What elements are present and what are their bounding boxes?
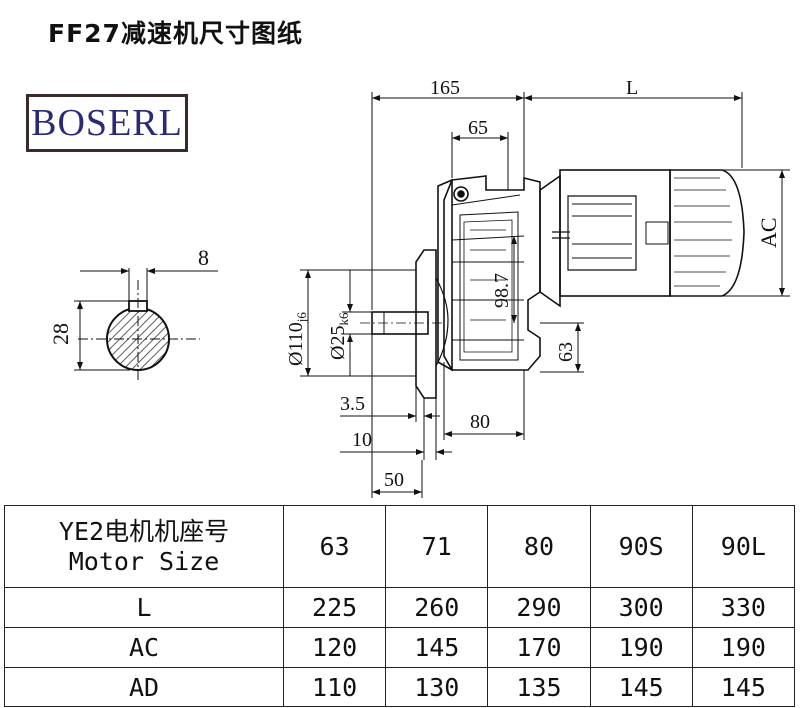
page-title: FF27减速机尺寸图纸 <box>48 19 303 48</box>
table-cell: 135 <box>487 667 591 707</box>
column-header: 80 <box>487 505 591 588</box>
table-row: L 225 260 290 300 330 <box>4 587 796 628</box>
row-label: AC <box>4 627 284 668</box>
dim-10: 10 <box>352 429 372 451</box>
table-row: AC 120 145 170 190 190 <box>4 627 796 668</box>
technical-drawing: 8 28 <box>48 77 790 498</box>
table-cell: 145 <box>589 667 693 707</box>
column-header: 90L <box>691 505 796 588</box>
dim-65: 65 <box>468 117 488 139</box>
table-cell: 225 <box>282 587 387 628</box>
table-cell: 190 <box>589 627 693 668</box>
dim-8: 8 <box>198 245 209 270</box>
dimension-lines <box>300 92 790 498</box>
table-cell: 330 <box>691 587 796 628</box>
table-header-row: YE2电机机座号 Motor Size 63 71 80 90S 90L <box>4 505 796 588</box>
dim-63: 63 <box>555 342 577 362</box>
dim-25: Ø25k6 <box>327 312 351 360</box>
table-cell: 300 <box>589 587 693 628</box>
brand-logo: BOSERL <box>26 94 188 152</box>
table-cell: 110 <box>282 667 387 707</box>
shaft-section <box>74 268 218 380</box>
dim-AC: AC <box>756 217 781 248</box>
table-cell: 130 <box>385 667 489 707</box>
row-label: AD <box>4 667 284 707</box>
dim-L: L <box>626 77 638 99</box>
row-label: L <box>4 587 284 628</box>
column-header: 63 <box>282 505 387 588</box>
column-header: 90S <box>589 505 693 588</box>
dim-110: Ø110j6 <box>285 312 309 366</box>
dim-98-7: 98.7 <box>491 273 513 308</box>
table-cell: 145 <box>691 667 796 707</box>
table-cell: 190 <box>691 627 796 668</box>
dim-165: 165 <box>430 77 460 99</box>
column-header: 71 <box>385 505 489 588</box>
table-cell: 120 <box>282 627 387 668</box>
dim-80: 80 <box>470 411 490 433</box>
dim-3-5: 3.5 <box>340 393 365 415</box>
header-motor-size: YE2电机机座号 Motor Size <box>4 505 284 588</box>
table-cell: 145 <box>385 627 489 668</box>
table-cell: 260 <box>385 587 489 628</box>
table-cell: 170 <box>487 627 591 668</box>
dim-50: 50 <box>384 469 404 491</box>
table-row: AD 110 130 135 145 145 <box>4 667 796 707</box>
dim-28: 28 <box>48 323 73 345</box>
dimension-labels: 165 L 65 AC 98.7 Ø110j6 Ø25k6 63 3.5 10 … <box>285 77 781 491</box>
spec-table: YE2电机机座号 Motor Size 63 71 80 90S 90L L 2… <box>4 505 796 707</box>
gearbox-drawing <box>360 169 745 399</box>
table-cell: 290 <box>487 587 591 628</box>
